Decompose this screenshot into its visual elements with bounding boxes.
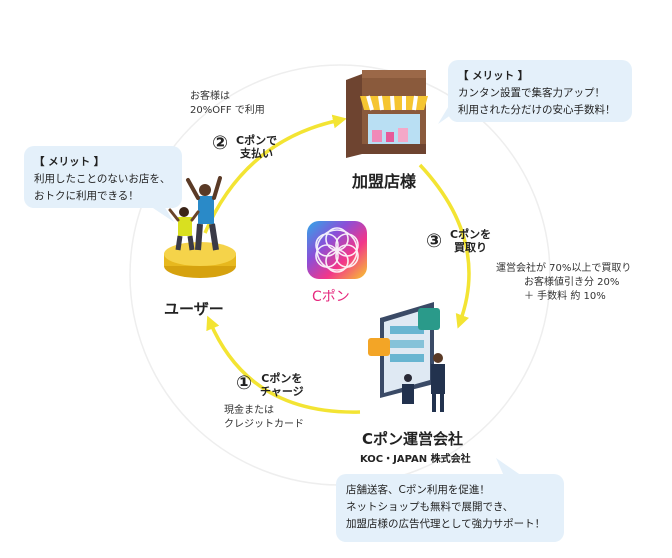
arrow-user-to-store [203,114,347,234]
operator-office-icon [368,302,445,412]
note-line: 20%OFF で利用 [190,105,265,116]
step-label-line: Cポンで [236,134,278,147]
step1-number: ① [236,372,253,394]
note-line: 現金または [224,405,274,416]
cpon-app-icon [307,221,367,279]
store-building-icon [346,70,428,158]
note-line: 運営会社が 70%以上で買取り [496,263,632,274]
bubble-tail [150,206,174,222]
merit-title: 【 メリット 】 [34,156,105,168]
step2-label: Cポンで 支払い [236,134,277,160]
app-name: Cポン [312,289,350,305]
merit-bubble-operator: 店舗送客、Cポン利用を促進！ ネットショップも無料で展開でき、 加盟店様の広告代… [336,474,564,542]
step-label-line: 買取り [454,241,488,254]
step3-label: Cポンを 買取り [450,228,491,254]
users-pedestal-icon [164,176,236,278]
step-label-line: 支払い [240,147,274,160]
note-line: お客様は [190,91,230,102]
step-label-line: チャージ [260,385,304,398]
note-line: ＋ 手数料 約 10% [524,291,606,302]
merit-line: カンタン設置で集客力アップ！ [458,87,605,99]
bubble-tail [496,458,522,476]
arrow-operator-to-user [206,315,361,414]
merit-bubble-store: 【 メリット 】 カンタン設置で集客力アップ！ 利用された分だけの安心手数料！ [448,60,632,122]
step2-number: ② [212,132,229,154]
user-name: ユーザー [164,300,224,318]
merit-line: 利用したことのないお店を、 [34,173,171,185]
note-line: クレジットカード [224,419,304,430]
merit-line: 加盟店様の広告代理として強力サポート！ [346,518,546,530]
bubble-tail [438,104,458,124]
arrow-store-to-operator [418,163,471,329]
step-label-line: Cポンを [261,372,303,385]
step2-note: お客様は 20%OFF で利用 [190,90,265,118]
merit-line: 利用された分だけの安心手数料！ [458,104,616,116]
step-label-line: Cポンを [450,228,492,241]
step3-number: ③ [426,230,443,252]
merit-line: ネットショップも無料で展開でき、 [346,501,514,513]
operator-company: KOC・JAPAN 株式会社 [360,454,471,465]
note-line: お客様値引き分 20% [524,277,620,288]
operator-name: Cポン運営会社 [362,430,464,448]
step1-label: Cポンを チャージ [260,372,304,398]
merit-bubble-user: 【 メリット 】 利用したことのないお店を、 おトクに利用できる！ [24,146,182,208]
store-name: 加盟店様 [352,172,417,191]
merit-line: おトクに利用できる！ [34,190,139,202]
merit-line: 店舗送客、Cポン利用を促進！ [346,484,490,496]
step1-note: 現金または クレジットカード [224,404,304,432]
merit-title: 【 メリット 】 [458,70,529,82]
step3-note: 運営会社が 70%以上で買取り お客様値引き分 20% ＋ 手数料 約 10% [496,262,631,304]
